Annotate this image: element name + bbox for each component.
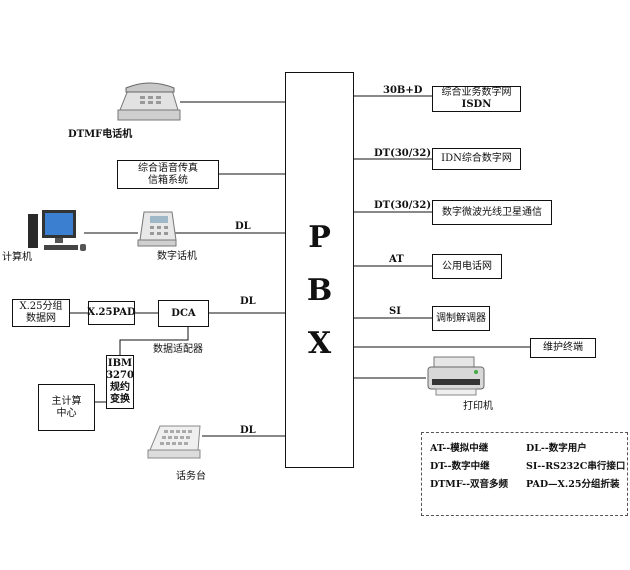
- host-center-box: 主计算中心: [38, 384, 95, 431]
- modem-line-label: SI: [389, 306, 401, 317]
- microwave-box: 数字微波光线卫星通信: [432, 200, 552, 225]
- printer-label: 打印机: [463, 401, 493, 412]
- isdn-line-label: 30B+D: [383, 85, 423, 96]
- data-adapter-label: 数据适配器: [153, 344, 203, 355]
- voice-fax-box: 综合语音传真信箱系统: [117, 160, 219, 189]
- x25-network-box: X.25分组数据网: [12, 299, 70, 327]
- dl-label-3: DL: [240, 425, 256, 436]
- modem-box: 调制解调器: [432, 306, 490, 331]
- console-icon: [147, 425, 201, 459]
- idn-line-label: DT(30/32): [374, 148, 432, 159]
- maint-terminal-box: 维护终端: [530, 338, 596, 358]
- pbx-box: P B X: [285, 72, 354, 468]
- pbx-letter-p: P: [308, 220, 331, 255]
- dtmf-phone-label: DTMF电话机: [68, 129, 133, 140]
- digital-phone-label: 数字话机: [157, 251, 197, 262]
- legend-dl: DL--数字用户: [526, 443, 587, 454]
- microwave-line-label: DT(30/32): [374, 200, 432, 211]
- legend-si: SI--RS232C串行接口: [526, 461, 626, 472]
- legend-box: AT--模拟中继 DT--数字中继 DTMF--双音多频 DL--数字用户 SI…: [421, 432, 628, 516]
- dtmf-phone-icon: [117, 82, 181, 121]
- digital-phone-icon: [137, 211, 177, 247]
- dl-label-1: DL: [235, 221, 251, 232]
- legend-dt: DT--数字中继: [430, 461, 490, 472]
- line-dca-ibm: [119, 327, 189, 355]
- dl-label-2: DL: [240, 296, 256, 307]
- idn-box: IDN综合数字网: [432, 148, 521, 170]
- console-label: 话务台: [176, 471, 206, 482]
- pbx-letter-b: B: [306, 273, 333, 308]
- x25pad-box: X.25PAD: [87, 301, 136, 325]
- pbx-letter-x: X: [307, 326, 332, 361]
- computer-icon: [28, 210, 86, 251]
- public-line-label: AT: [389, 254, 404, 265]
- computer-label: 计算机: [2, 252, 32, 263]
- legend-pad: PAD—X.25分组折装: [526, 479, 620, 490]
- dca-box: DCA: [158, 300, 209, 327]
- public-phone-box: 公用电话网: [432, 254, 502, 279]
- printer-icon: [427, 356, 485, 396]
- legend-at: AT--模拟中继: [430, 443, 489, 454]
- legend-dtmf: DTMF--双音多频: [430, 479, 509, 490]
